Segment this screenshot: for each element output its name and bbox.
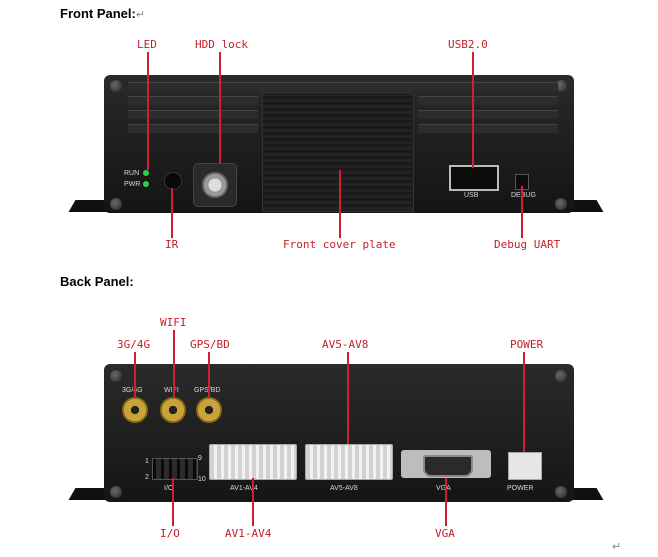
av14-callout: AV1-AV4 <box>225 527 272 540</box>
vga-port-shell <box>423 455 473 477</box>
debug-line <box>521 186 523 238</box>
front-screw-tl <box>110 80 122 92</box>
back-panel-title: Back Panel: <box>60 274 134 289</box>
pwr-led <box>143 181 149 187</box>
run-led <box>143 170 149 176</box>
front-fin-4 <box>128 124 258 133</box>
front-screw-bl <box>110 198 122 210</box>
av58-line <box>347 352 349 444</box>
g34-callout: 3G/4G <box>117 338 151 351</box>
back-screw-tl <box>110 370 122 382</box>
power-connector[interactable] <box>508 452 542 480</box>
ir-callout: IR <box>165 238 179 251</box>
usb-port[interactable] <box>449 165 499 191</box>
io-panel-label: I/O <box>164 485 174 492</box>
back-screw-br <box>555 486 567 498</box>
pwr-label: PWR <box>124 181 141 188</box>
power-line <box>523 352 525 452</box>
front-screw-br <box>555 198 567 210</box>
ir-line <box>171 188 173 238</box>
io-pin9-label: 9 <box>198 455 202 462</box>
g34-panel-label: 3G/4G <box>122 387 143 394</box>
debug-uart-callout: Debug UART <box>494 238 561 251</box>
vga-line <box>445 478 447 526</box>
front-fin-2 <box>128 96 258 105</box>
gps-line <box>208 352 210 398</box>
wifi-callout: WIFI <box>160 316 187 329</box>
lock-key-icon <box>202 172 228 198</box>
gps-panel-label: GPS/BD <box>194 387 220 394</box>
debug-small-label: DEBUG <box>511 192 536 199</box>
av14-connector[interactable] <box>209 444 297 480</box>
usb-callout: USB2.0 <box>448 38 488 51</box>
front-fin-1 <box>128 82 558 91</box>
front-panel-heading: Front Panel:↵ <box>60 6 145 21</box>
io-pin1-label: 1 <box>145 458 149 465</box>
av58-panel-label: AV5-AV8 <box>330 485 358 492</box>
run-label: RUN <box>124 170 140 177</box>
front-panel-title: Front Panel: <box>60 6 136 21</box>
hdd-lock-line <box>219 52 221 164</box>
vga-panel-label: VGA <box>436 485 451 492</box>
hdd-lock-callout: HDD lock <box>195 38 248 51</box>
led-callout: LED <box>137 38 157 51</box>
vga-callout: VGA <box>435 527 455 540</box>
front-fin-5 <box>418 96 558 105</box>
vga-connector[interactable] <box>401 450 491 478</box>
back-screw-bl <box>110 486 122 498</box>
front-fin-6 <box>418 110 558 119</box>
front-fin-3 <box>128 110 258 119</box>
power-panel-label: POWER <box>507 485 534 492</box>
power-callout: POWER <box>510 338 544 351</box>
back-screw-tr <box>555 370 567 382</box>
usb-line <box>472 52 474 168</box>
io-callout: I/O <box>160 527 180 540</box>
led-line <box>147 52 149 170</box>
av14-panel-label: AV1-AV4 <box>230 485 258 492</box>
return-mark: ↵ <box>135 9 146 21</box>
wifi-antenna-connector[interactable] <box>160 397 186 423</box>
g34-line <box>134 352 136 398</box>
av58-connector[interactable] <box>305 444 393 480</box>
wifi-line <box>173 330 175 398</box>
gps-callout: GPS/BD <box>190 338 230 351</box>
front-fin-7 <box>418 124 558 133</box>
io-pin10-label: 10 <box>198 476 206 483</box>
back-panel-heading: Back Panel: <box>60 274 134 289</box>
g34-antenna-connector[interactable] <box>122 397 148 423</box>
front-cover-plate[interactable] <box>262 92 414 212</box>
io-pin2-label: 2 <box>145 474 149 481</box>
usb-small-label: USB <box>464 192 479 199</box>
page-end-mark: ↵ <box>612 541 622 553</box>
av14-line <box>252 478 254 526</box>
cover-line <box>339 170 341 238</box>
ir-sensor <box>164 172 182 190</box>
io-line <box>172 478 174 526</box>
front-cover-callout: Front cover plate <box>283 238 396 251</box>
hdd-lock[interactable] <box>193 163 237 207</box>
gps-antenna-connector[interactable] <box>196 397 222 423</box>
av58-callout: AV5-AV8 <box>322 338 369 351</box>
wifi-panel-label: WIFI <box>164 387 179 394</box>
front-screw-tr <box>555 80 567 92</box>
io-connector[interactable] <box>152 458 198 480</box>
